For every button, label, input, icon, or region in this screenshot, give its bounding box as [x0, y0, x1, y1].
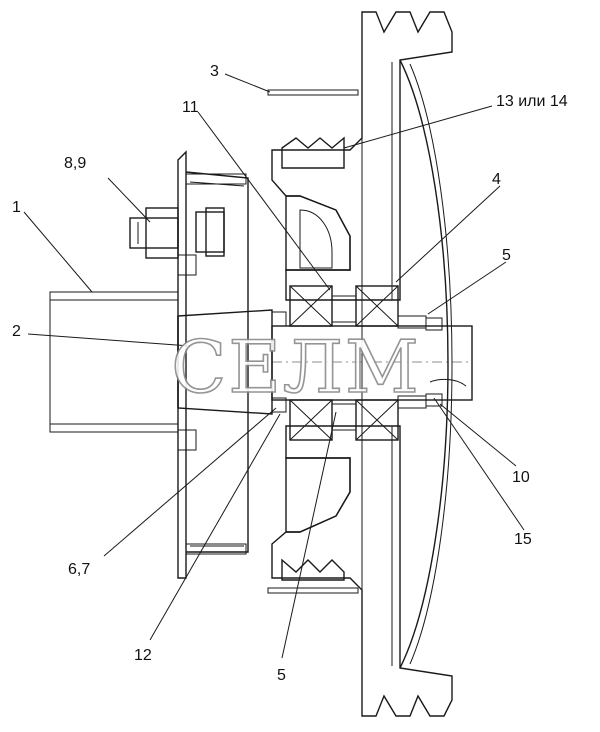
callout-15: 15 — [514, 531, 532, 548]
belt-grooves — [281, 136, 345, 581]
callout-4: 4 — [492, 171, 501, 188]
bolt — [129, 207, 225, 259]
conical-bushing — [177, 309, 273, 415]
callout-13-14: 13 или 14 — [496, 93, 568, 110]
leader-lines — [23, 73, 525, 659]
callout-10: 10 — [512, 469, 530, 486]
shaft-nut — [397, 315, 467, 409]
washers — [271, 311, 287, 413]
watermark-text: СЕЛМ — [171, 325, 420, 409]
callout-5-bottom: 5 — [277, 667, 286, 684]
tube — [49, 291, 179, 433]
callout-1: 1 — [12, 199, 21, 216]
callout-11: 11 — [182, 99, 199, 116]
callout-8-9: 8,9 — [64, 155, 86, 172]
callout-2: 2 — [12, 323, 21, 340]
pulley-body — [271, 11, 453, 717]
guard-plates — [267, 89, 359, 594]
callout-12: 12 — [134, 647, 152, 664]
callout-5-top: 5 — [502, 247, 511, 264]
callout-6-7: 6,7 — [68, 561, 90, 578]
bearings — [289, 285, 399, 441]
callout-3: 3 — [210, 63, 219, 80]
